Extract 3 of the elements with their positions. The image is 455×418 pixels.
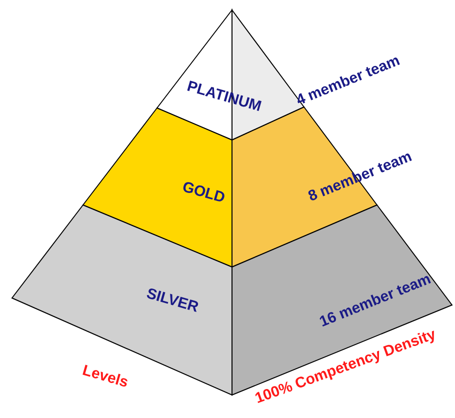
level-name: GOLD [180,178,227,207]
axis-caption: Levels [80,361,130,391]
level-name: SILVER [144,285,200,316]
